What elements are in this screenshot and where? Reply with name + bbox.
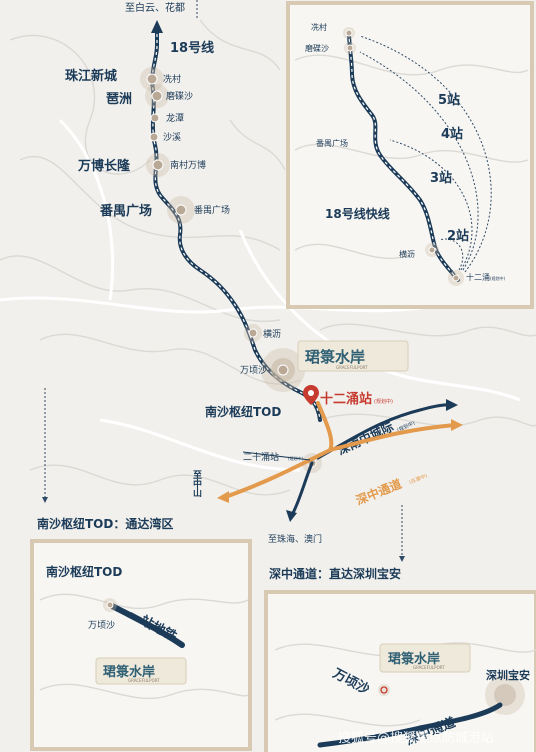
inset-line-label: 18号线快线 xyxy=(325,206,390,221)
project-station-label: 十二涌站 xyxy=(320,391,372,407)
stop-label-2: 2站 xyxy=(447,228,469,244)
inset-station-modiesha: 磨碟沙 xyxy=(305,43,329,53)
station-markers xyxy=(140,67,322,473)
area-zhujiang-xincheng: 珠江新城 xyxy=(65,68,117,84)
station-longtan: 龙潭 xyxy=(166,112,184,124)
terrain-contours xyxy=(0,19,536,496)
station-nancun-wanbo: 南村万博 xyxy=(170,159,206,171)
station-ershi-note: (规划中) xyxy=(288,455,304,461)
shenzhong-channel xyxy=(217,419,463,503)
channel-label: 深中通道 xyxy=(354,476,404,508)
to-zhongshan: 至中山 xyxy=(191,470,202,498)
orange-spur xyxy=(316,401,334,452)
inset-bottom-right: 珺箓水岸 GRACEFULPORT xyxy=(264,590,536,752)
inset-station-end-note: (规划中) xyxy=(490,275,506,281)
location-pin-icon xyxy=(303,385,319,405)
inset-bl-title: 南沙枢纽TOD xyxy=(46,564,122,579)
svg-text:珺箓水岸: 珺箓水岸 xyxy=(103,664,155,680)
watermark: 搜狐号@搜狐焦点防城港站 xyxy=(338,730,494,746)
project-station-note: (规划中) xyxy=(374,398,393,405)
area-panyu-guangchang: 番禺广场 xyxy=(99,203,152,219)
callout-left-text: 南沙枢纽TOD：通达湾区 xyxy=(37,516,173,531)
stop-label-5: 5站 xyxy=(438,92,460,108)
inset-br-right-label: 深圳宝安 xyxy=(486,668,530,682)
svg-text:GRACEFULPORT: GRACEFULPORT xyxy=(413,665,445,670)
svg-text:GRACEFULPORT: GRACEFULPORT xyxy=(128,678,160,683)
channel-note: (在建中) xyxy=(408,472,428,486)
inset-station-xiancun: 冼村 xyxy=(311,22,327,32)
inset-station-panyu: 番禺广场 xyxy=(316,138,348,148)
svg-text:珺箓水岸: 珺箓水岸 xyxy=(305,348,365,366)
intercity-label: 深南中城际 xyxy=(335,419,396,458)
inset-station-hengli: 横沥 xyxy=(399,249,415,259)
svg-text:GRACEFULPORT: GRACEFULPORT xyxy=(336,365,368,370)
project-logo-main: 珺箓水岸 GRACEFULPORT xyxy=(297,340,409,372)
hub-tod-label: 南沙枢纽TOD xyxy=(205,404,281,419)
inset-top-right xyxy=(286,1,534,309)
station-panyu-guangchang: 番禺广场 xyxy=(194,204,230,216)
station-wanqingsha: 万顷沙 xyxy=(240,365,267,376)
line-arrow-up xyxy=(151,20,163,33)
intercity-line xyxy=(286,399,458,522)
callout-right-text: 深中通道：直达深圳宝安 xyxy=(269,566,401,581)
line-18-label: 18号线 xyxy=(170,40,214,56)
station-hengli: 横沥 xyxy=(263,328,281,340)
inset-bl-station: 万顷沙 xyxy=(88,620,115,631)
top-destination-label: 至白云、花都 xyxy=(125,1,185,14)
stop-label-4: 4站 xyxy=(441,126,463,142)
inset-station-end: 十二涌 xyxy=(466,272,490,282)
station-modiesha: 磨碟沙 xyxy=(166,91,193,102)
inset-bottom-left: 珺箓水岸 GRACEFULPORT xyxy=(30,539,252,751)
station-xiancun: 冼村 xyxy=(163,73,181,85)
station-ershi: 二十涌站 xyxy=(243,451,279,463)
to-zhuhai: 至珠海、澳门 xyxy=(268,533,322,545)
svg-text:珺箓水岸: 珺箓水岸 xyxy=(388,651,440,667)
area-pazhou: 琶洲 xyxy=(106,91,132,107)
area-wanbo-changlong: 万博长隆 xyxy=(77,158,131,174)
stop-label-3: 3站 xyxy=(430,170,452,186)
station-shaxi: 沙溪 xyxy=(163,131,181,143)
